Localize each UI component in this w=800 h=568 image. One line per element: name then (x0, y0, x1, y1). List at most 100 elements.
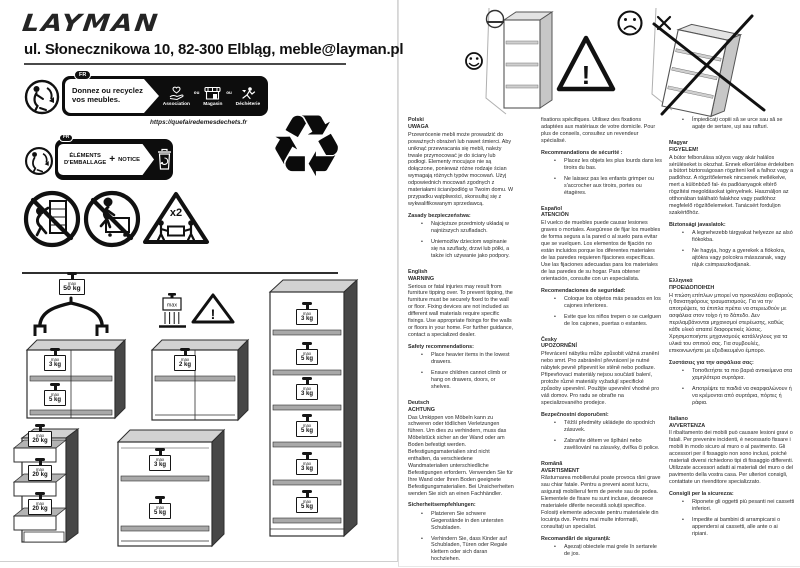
dechetterie-option: Déchèterie (236, 86, 260, 107)
language-name: Ελληνικά (669, 277, 693, 284)
safety-bullet-item: •Placez les objets les plus lourds dans … (541, 158, 662, 172)
body-paragraph: A bútor felborulása súlyos vagy akár hal… (669, 154, 794, 216)
weight-handle-icon (302, 452, 312, 460)
safety-bullet-item: •Așezați obiectele mai grele în sertarel… (541, 544, 662, 558)
bullet-text: Place heavier items in the lowest drawer… (431, 352, 510, 366)
safety-bullet-item: •Evite que los niños trepen o se cuelgue… (541, 314, 662, 328)
body-paragraph: Das Umkippen von Möbeln kann zu schweren… (408, 414, 514, 497)
weight-handle-icon (155, 448, 165, 456)
warning-heading: UPOZORNĚNÍ (541, 343, 577, 350)
weight-handle-icon (50, 383, 60, 391)
warning-heading: ΠΡΟΕΙΔΟΠΟΙΗΣΗ (669, 284, 715, 291)
bullet-marker: • (554, 544, 556, 551)
safety-bullet-item: •Place heavier items in the lowest drawe… (408, 352, 514, 366)
bullet-marker: • (421, 239, 423, 245)
donation-recycle-banner: Donnez ou recyclez vos meubles. Associat… (62, 76, 268, 116)
body-paragraph: Il ribaltamento dei mobili può causare l… (669, 430, 794, 485)
cross-out-icon (652, 14, 766, 116)
bullet-marker: • (682, 230, 684, 237)
safety-subheading: Bezpečnostní doporučení: (541, 411, 609, 418)
bullet-marker: • (682, 385, 684, 392)
body-paragraph: Η πτώση επίπλων μπορεί να προκαλέσει σοβ… (669, 292, 793, 354)
text-column-3: • Împiedicați copiii să se urce sau să se… (669, 117, 795, 542)
safety-bullet-item: • Riponete gli oggetti più pesanti nei ca… (669, 499, 795, 513)
warning-heading: AVVERTENZA (669, 422, 706, 429)
language-name: Italiano (669, 415, 688, 422)
right-page (398, 0, 800, 567)
bullet-text: Riponete gli oggetti più pesanti nei cas… (692, 499, 795, 512)
plus-sign: + (109, 154, 116, 165)
bullet-marker: • (682, 499, 684, 506)
anchored-shelf-illustration (465, 7, 554, 115)
bullet-text: Ensure children cannot climb or hang on … (431, 370, 507, 390)
weight-handle-icon (180, 348, 190, 356)
safety-bullet-item: •Αποτρέψτε τα παιδιά να σκαρφαλώνουν ή ν… (669, 386, 795, 407)
safety-bullet-item: •Coloque los objetos más pesados en los … (541, 296, 662, 310)
header-divider (24, 63, 346, 65)
fr-badge: FR (74, 70, 92, 80)
safety-bullet-item: • Verhindern Sie, dass Kinder auf Schubla… (408, 536, 514, 564)
weight-handle-icon (67, 272, 77, 280)
weight-handle-icon (35, 458, 45, 466)
safety-subheading: Safety recommendations: (408, 343, 474, 350)
weight-handle-icon (302, 377, 312, 385)
bullet-marker: • (421, 221, 423, 228)
donate-text: Donnez ou recyclez vos meubles. (72, 86, 143, 104)
bullet-text: Verhindern Sie, dass Kinder auf Schublad… (431, 535, 508, 563)
weight-handle-icon (302, 490, 312, 498)
association-option: Association (163, 86, 190, 107)
safety-bullet-item: •Těžší předměty ukládejte do spodních zá… (541, 420, 662, 434)
weight-handle-icon (50, 348, 60, 356)
open-cabinet-illustration (116, 428, 226, 548)
bullet-text: Evite que los niños trepen o se cuelguen… (564, 313, 662, 327)
language-name: Polski (408, 117, 424, 123)
safety-subheading: Recomandări de siguranță: (541, 535, 611, 542)
or-separator: ou (193, 90, 200, 95)
weight-handle-icon (35, 492, 45, 500)
weight-handle-icon (35, 424, 45, 432)
warning-heading: UWAGA (408, 123, 429, 130)
bullet-marker: • (421, 535, 423, 542)
safety-subheading: Zasady bezpieczeństwa: (408, 212, 471, 219)
language-name: Česky (541, 336, 557, 343)
recycle-url: https://quefairedemesdechets.fr (150, 119, 247, 126)
safety-subheading: Recomendaciones de seguridad: (541, 287, 626, 294)
warning-triangle-icon: ! (556, 35, 616, 92)
weight-handle-icon (302, 414, 312, 422)
body-paragraph: fixations spécifiques. Utilisez des fixa… (541, 117, 656, 144)
or-separator: ou (226, 90, 232, 95)
bullet-marker: • (554, 420, 556, 427)
waste-center-icon (242, 86, 256, 99)
bullet-text: Platzieren Sie schwere Gegenstände in de… (431, 510, 504, 531)
two-person-lift-icon: x2 (143, 192, 209, 244)
heart-in-hand-icon (169, 86, 184, 100)
bullet-text: Uniemożliw dzieciom wspinanie się na szu… (431, 239, 510, 259)
safety-bullet-item: •Ensure children cannot climb or hang on… (408, 370, 514, 391)
max-label: max (167, 303, 177, 309)
warning-heading: ATENCIÓN (541, 212, 569, 219)
bullet-marker: • (682, 248, 684, 254)
bullet-text: Împiedicați copiii să se urce sau să se … (692, 117, 783, 130)
triman-recycle-icon (24, 146, 54, 176)
company-address: ul. Słonecznikowa 10, 82-300 Elbląg, meb… (24, 41, 404, 58)
warning-triangle-icon: ! (191, 293, 235, 324)
body-paragraph: Przewrócenie mebli może prowadzić do pow… (408, 131, 514, 207)
language-name: Română (541, 460, 563, 467)
body-paragraph: Răsturnarea mobilierului poate provoca r… (541, 475, 661, 530)
language-name: English (408, 268, 428, 275)
bullet-text: Ne laissez pas les enfants grimper ou s'… (564, 175, 654, 196)
banner-text-panel: ÉLÉMENTS D'EMBALLAGE + NOTICE (58, 144, 155, 175)
packaging-label: ÉLÉMENTS D'EMBALLAGE (64, 153, 107, 166)
safety-subheading: Biztonsági javaslatok: (669, 221, 726, 228)
safety-bullet-item: •Împiedicați copiii să se urce sau să se… (669, 117, 795, 131)
